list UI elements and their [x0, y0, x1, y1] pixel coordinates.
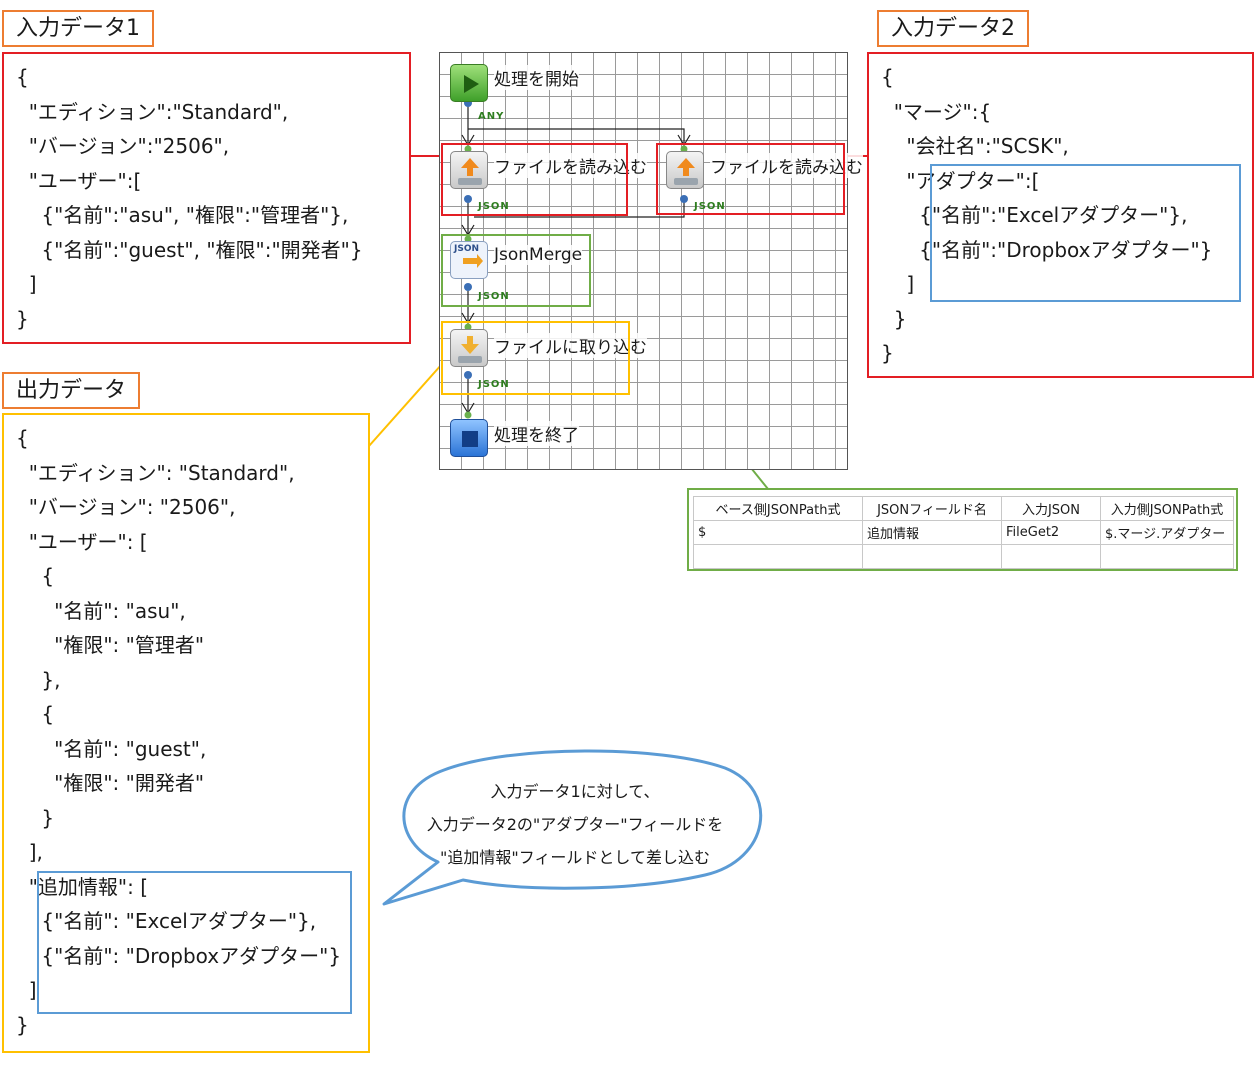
- merge-arrow-icon: [463, 254, 483, 268]
- callout-line: "追加情報"フィールドとして差し込む: [440, 848, 710, 867]
- any-tag: ANY: [478, 111, 505, 122]
- json-line: "バージョン": "2506",: [16, 495, 236, 519]
- json-line: "バージョン":"2506",: [16, 134, 230, 158]
- json-line: "エディション":"Standard",: [16, 99, 289, 124]
- table-cell[interactable]: [693, 544, 863, 569]
- write-file-node-icon[interactable]: [450, 329, 488, 367]
- mapping-table-frame: ベース側JSONPath式 JSONフィールド名 入力JSON 入力側JSONP…: [687, 488, 1238, 571]
- play-icon: [464, 75, 479, 93]
- start-node-icon[interactable]: [450, 64, 488, 102]
- table-cell[interactable]: 追加情報: [862, 520, 1002, 545]
- json-line: }: [16, 306, 29, 331]
- json-line: {: [16, 702, 55, 726]
- json-line: {"名前": "Dropboxアダプター"}: [16, 943, 342, 968]
- json-line: {"名前":"guest", "権限":"開発者"}: [16, 237, 363, 262]
- download-icon: [458, 336, 482, 363]
- end-node-icon[interactable]: [450, 419, 488, 457]
- table-cell[interactable]: FileGet2: [1001, 520, 1101, 545]
- read-file-node-1-label: ファイルを読み込む: [494, 153, 647, 178]
- table-cell[interactable]: [862, 544, 1002, 569]
- table-header-row: ベース側JSONPath式 JSONフィールド名 入力JSON 入力側JSONP…: [693, 496, 1234, 521]
- callout-line: 入力データ2の"アダプター"フィールドを: [426, 815, 724, 834]
- mapping-table: ベース側JSONPath式 JSONフィールド名 入力JSON 入力側JSONP…: [693, 496, 1234, 569]
- input1-title: 入力データ1: [2, 10, 154, 47]
- flow-arrows: [461, 97, 691, 419]
- table-cell[interactable]: $: [693, 520, 863, 545]
- write-file-node-label: ファイルに取り込む: [494, 333, 647, 358]
- json-line: }: [16, 1012, 29, 1037]
- end-node-label: 処理を終了: [494, 421, 579, 446]
- table-cell[interactable]: [1001, 544, 1101, 569]
- json-line: }: [881, 306, 907, 331]
- json-tag: JSON: [478, 201, 510, 212]
- output-title: 出力データ: [2, 372, 141, 409]
- json-line: "会社名":"SCSK",: [881, 134, 1069, 158]
- read-file-2-highlight: [656, 143, 845, 215]
- adapter-highlight-box: [930, 164, 1241, 302]
- json-line: {"名前":"Dropboxアダプター"}: [881, 237, 1213, 262]
- input2-json-box: { "マージ":{ "会社名":"SCSK", "アダプター":[ {"名前":…: [867, 52, 1254, 378]
- json-line: "ユーザー":[: [16, 168, 142, 193]
- json-line: "アダプター":[: [881, 168, 1040, 193]
- upload-icon: [674, 158, 698, 185]
- table-cell[interactable]: $.マージ.アダプター: [1100, 520, 1234, 545]
- input1-json-box: { "エディション":"Standard", "バージョン":"2506", "…: [2, 52, 411, 344]
- table-row[interactable]: [693, 544, 1234, 569]
- column-header: 入力JSON: [1001, 496, 1101, 521]
- json-line: "エディション": "Standard",: [16, 460, 295, 485]
- start-node-label: 処理を開始: [494, 65, 579, 90]
- json-line: "名前": "guest",: [16, 736, 207, 761]
- json-line: ]: [881, 272, 915, 296]
- json-line: "名前": "asu",: [16, 598, 186, 623]
- json-line: }: [881, 341, 894, 365]
- json-merge-node-label: JsonMerge: [494, 245, 583, 265]
- json-merge-icon-text: JSON: [454, 244, 480, 254]
- json-line: "マージ":{: [881, 99, 992, 124]
- read-file-node-2-icon[interactable]: [666, 151, 704, 189]
- json-line: ]: [16, 978, 37, 1002]
- json-line: "ユーザー": [: [16, 529, 148, 554]
- json-line: ]: [16, 272, 37, 296]
- json-line: {: [881, 65, 894, 89]
- stop-icon: [462, 431, 478, 447]
- callout-text: 入力データ1に対して、 入力データ2の"アダプター"フィールドを "追加情報"フ…: [400, 775, 750, 874]
- added-info-highlight-box: [37, 871, 352, 1014]
- input2-title: 入力データ2: [877, 10, 1029, 47]
- table-cell[interactable]: [1100, 544, 1234, 569]
- flow-canvas: 処理を開始 ANY ファイルを読み込む JSON ファイルを読み込む JSON …: [439, 52, 863, 470]
- column-header: ベース側JSONPath式: [693, 496, 863, 521]
- json-merge-node-icon[interactable]: JSON: [450, 241, 488, 279]
- upload-icon: [458, 158, 482, 185]
- json-line: {"名前":"asu", "権限":"管理者"},: [16, 203, 349, 227]
- callout-bubble: [382, 749, 763, 906]
- json-tag: JSON: [478, 291, 510, 302]
- json-line: {"名前":"Excelアダプター"},: [881, 203, 1188, 227]
- json-tag: JSON: [694, 201, 726, 212]
- callout-line: 入力データ1に対して、: [490, 782, 660, 801]
- json-line: },: [16, 667, 61, 692]
- json-line: "権限": "管理者": [16, 633, 205, 657]
- json-line: ],: [16, 840, 43, 864]
- json-line: {"名前": "Excelアダプター"},: [16, 909, 317, 933]
- table-row[interactable]: $ 追加情報 FileGet2 $.マージ.アダプター: [693, 520, 1234, 545]
- output-connector: [368, 363, 443, 447]
- column-header: 入力側JSONPath式: [1100, 496, 1234, 521]
- json-line: {: [16, 564, 55, 588]
- read-file-node-1-icon[interactable]: [450, 151, 488, 189]
- output-json-box: { "エディション": "Standard", "バージョン": "2506",…: [2, 413, 370, 1053]
- column-header: JSONフィールド名: [862, 496, 1002, 521]
- read-file-1-highlight: [441, 143, 628, 216]
- json-tag: JSON: [478, 379, 510, 390]
- write-file-highlight: [441, 321, 630, 395]
- read-file-node-2-label: ファイルを読み込む: [710, 153, 863, 178]
- json-line: "追加情報": [: [16, 874, 149, 899]
- json-line: {: [16, 426, 29, 450]
- json-line: }: [16, 805, 55, 830]
- json-line: "権限": "開発者": [16, 771, 205, 795]
- json-line: {: [16, 65, 29, 89]
- json-merge-highlight: [441, 234, 591, 307]
